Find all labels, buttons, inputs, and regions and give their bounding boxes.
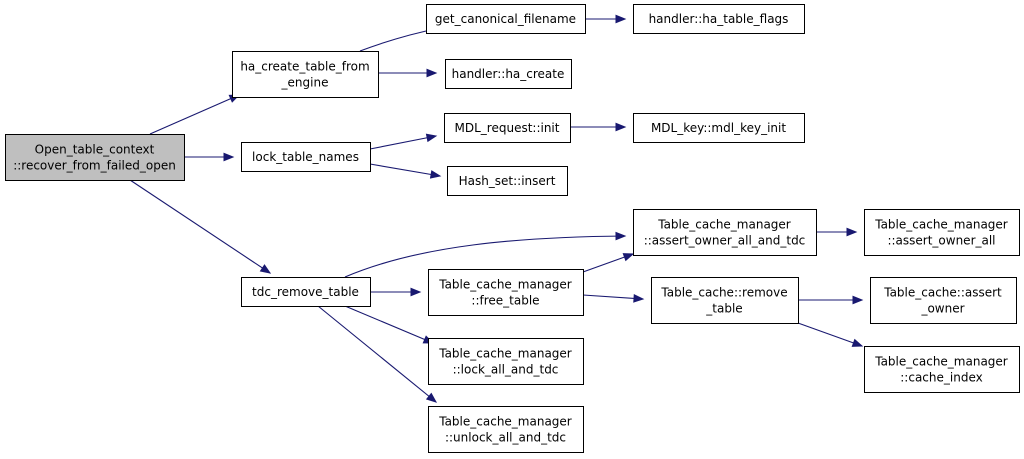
node-label: Open_table_context xyxy=(35,143,155,157)
node-box xyxy=(426,4,586,34)
node-box xyxy=(870,277,1017,324)
node-label: tdc_remove_table xyxy=(252,285,359,299)
node-box xyxy=(633,209,817,256)
arrowhead-icon xyxy=(429,170,442,179)
node-tdc-remove-table[interactable]: tdc_remove_table xyxy=(241,277,371,307)
node-box xyxy=(445,59,572,89)
node-box xyxy=(241,142,371,172)
node-tcm-lock-all-and-tdc[interactable]: Table_cache_manager::lock_all_and_tdc xyxy=(428,338,584,385)
node-mdl-request-init[interactable]: MDL_request::init xyxy=(444,113,571,143)
node-label: Table_cache::assert xyxy=(883,286,1002,300)
node-ha-create[interactable]: handler::ha_create xyxy=(445,59,572,89)
node-label: handler::ha_create xyxy=(452,67,565,81)
node-label: handler::ha_table_flags xyxy=(649,12,789,26)
call-edge-tdc_remove_table-to-tcm_unlock_all_and_tdc xyxy=(317,305,437,403)
node-tc-assert-owner[interactable]: Table_cache::assert_owner xyxy=(870,277,1017,324)
node-label: ha_create_table_from xyxy=(240,60,369,74)
node-box xyxy=(633,113,805,143)
call-edge-tc_remove_table-to-tcm_cache_index xyxy=(797,322,863,347)
node-label: Table_cache_manager xyxy=(874,355,1008,369)
node-label: Table_cache::remove xyxy=(660,286,787,300)
node-lock-table-names[interactable]: lock_table_names xyxy=(241,142,371,172)
nodes-layer: Open_table_context::recover_from_failed_… xyxy=(5,4,1020,453)
node-label: ::recover_from_failed_open xyxy=(13,159,176,173)
arrowhead-icon xyxy=(223,152,235,162)
call-edge-root-to-tdc_remove_table xyxy=(129,179,271,274)
node-ha-create-from-engine[interactable]: ha_create_table_from _engine xyxy=(232,51,379,98)
node-label: MDL_request::init xyxy=(455,121,560,135)
arrowhead-icon xyxy=(852,295,864,305)
node-label: _table xyxy=(705,302,742,316)
node-label: Table_cache_manager xyxy=(438,347,572,361)
node-root[interactable]: Open_table_context::recover_from_failed_… xyxy=(5,134,185,181)
node-tcm-assert-owner-all[interactable]: Table_cache_manager::assert_owner_all xyxy=(864,209,1020,256)
node-label: get_canonical_filename xyxy=(435,12,576,26)
arrowhead-icon xyxy=(622,253,635,262)
node-hash-set-insert[interactable]: Hash_set::insert xyxy=(447,166,568,196)
arrowhead-icon xyxy=(426,68,438,78)
arrowhead-icon xyxy=(615,231,627,241)
call-edge-lock_table_names-to-hash_set_insert xyxy=(369,163,441,177)
node-label: Hash_set::insert xyxy=(459,174,556,188)
node-box xyxy=(651,277,799,324)
call-edge-lock_table_names-to-mdl_request_init xyxy=(369,135,437,150)
node-box xyxy=(864,346,1020,393)
call-edge-tcm_free_table-to-tc_remove_table xyxy=(582,294,644,300)
node-mdl-key-init[interactable]: MDL_key::mdl_key_init xyxy=(633,113,805,143)
node-ha-table-flags[interactable]: handler::ha_table_flags xyxy=(633,4,805,34)
node-label: _engine xyxy=(281,76,329,90)
node-label: ::cache_index xyxy=(900,371,982,385)
node-tcm-assert-owner-all-and-tdc[interactable]: Table_cache_manager::assert_owner_all_an… xyxy=(633,209,817,256)
node-label: Table_cache_manager xyxy=(657,218,791,232)
arrowhead-icon xyxy=(851,338,864,347)
arrowhead-icon xyxy=(410,287,422,297)
arrowhead-icon xyxy=(846,227,858,237)
node-label: Table_cache_manager xyxy=(438,415,572,429)
arrowhead-icon xyxy=(615,122,627,132)
node-box xyxy=(5,134,185,181)
node-box xyxy=(428,269,584,316)
node-tc-remove-table[interactable]: Table_cache::remove_table xyxy=(651,277,799,324)
node-box xyxy=(232,51,379,98)
call-edge-tdc_remove_table-to-tcm_assert_owner_all_and_tdc xyxy=(344,235,626,278)
node-tcm-cache-index[interactable]: Table_cache_manager::cache_index xyxy=(864,346,1020,393)
node-box xyxy=(241,277,371,307)
call-edge-tdc_remove_table-to-tcm_lock_all_and_tdc xyxy=(344,305,434,344)
node-box xyxy=(428,338,584,385)
arrowhead-icon xyxy=(615,14,627,24)
call-edge-root-to-ha_create_from_engine xyxy=(149,94,240,135)
node-label: Table_cache_manager xyxy=(874,218,1008,232)
node-label: Table_cache_manager xyxy=(438,278,572,292)
arrowhead-icon xyxy=(425,392,438,403)
node-label: ::unlock_all_and_tdc xyxy=(445,431,566,445)
node-tcm-unlock-all-and-tdc[interactable]: Table_cache_manager::unlock_all_and_tdc xyxy=(428,406,584,453)
node-label: ::free_table xyxy=(471,294,539,308)
arrowhead-icon xyxy=(259,264,272,274)
node-get-canonical-filename[interactable]: get_canonical_filename xyxy=(426,4,586,34)
node-box xyxy=(428,406,584,453)
arrowhead-icon xyxy=(425,133,438,143)
node-tcm-free-table[interactable]: Table_cache_manager::free_table xyxy=(428,269,584,316)
node-label: _owner xyxy=(920,302,964,316)
arrowhead-icon xyxy=(633,294,645,303)
node-box xyxy=(447,166,568,196)
node-label: ::assert_owner_all_and_tdc xyxy=(644,234,806,248)
node-label: MDL_key::mdl_key_init xyxy=(651,121,786,135)
node-label: ::assert_owner_all xyxy=(887,234,995,248)
node-box xyxy=(444,113,571,143)
node-label: lock_table_names xyxy=(252,150,359,164)
node-label: ::lock_all_and_tdc xyxy=(453,363,559,377)
node-box xyxy=(864,209,1020,256)
node-box xyxy=(633,4,805,34)
